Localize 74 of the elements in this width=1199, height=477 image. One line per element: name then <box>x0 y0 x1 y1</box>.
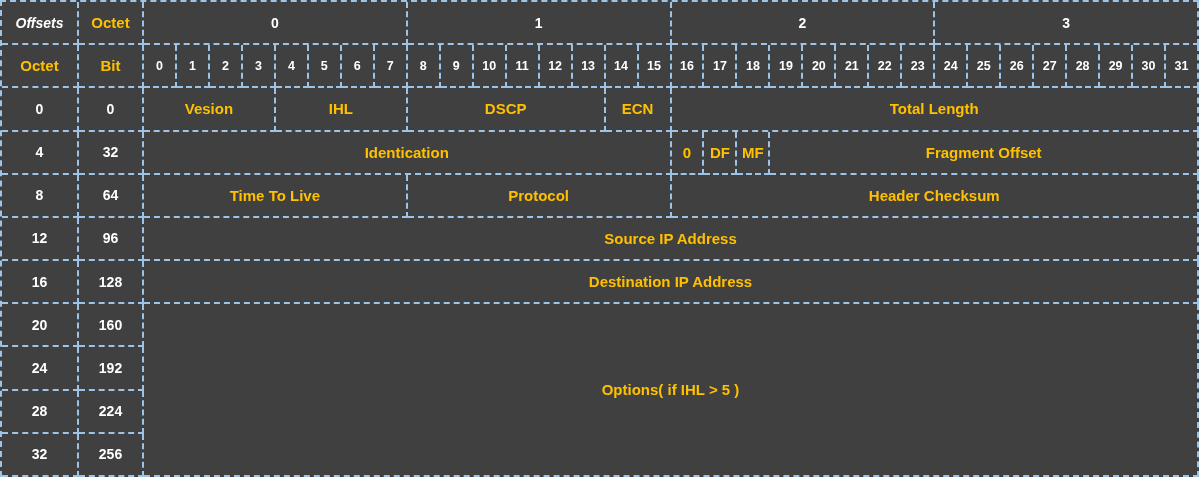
bit-number: 3 <box>254 58 262 73</box>
row-offset: 0 <box>106 100 115 117</box>
bit-number: 4 <box>287 58 295 73</box>
bit-number: 16 <box>680 58 694 73</box>
column-header: Octet <box>91 14 130 32</box>
field-name: 0 <box>682 143 692 161</box>
bit-number: 21 <box>844 58 859 73</box>
bit-number: 8 <box>419 58 427 73</box>
row-offset: 0 <box>35 100 44 117</box>
row-offset: 128 <box>98 273 123 290</box>
column-header: 1 <box>534 14 543 31</box>
bit-number: 0 <box>156 58 163 73</box>
row-offset: 4 <box>35 144 44 161</box>
row-offset: 192 <box>98 360 123 377</box>
row-offset: 256 <box>98 446 123 463</box>
bit-number: 22 <box>877 58 892 73</box>
field-name: Destination IP Address <box>588 273 753 291</box>
field-name: MF <box>742 143 764 161</box>
bit-number: 7 <box>386 58 394 73</box>
field-name: DSCP <box>484 100 527 118</box>
column-header: 3 <box>1062 14 1070 31</box>
row-offset: 64 <box>102 187 119 204</box>
bit-number: 19 <box>778 58 793 73</box>
bit-number: 26 <box>1009 58 1024 73</box>
bit-number: 11 <box>515 58 529 73</box>
row-offset: 12 <box>31 230 48 247</box>
field-name: Protocol <box>508 186 570 204</box>
field-name: Identication <box>364 143 449 161</box>
field-name: Source IP Address <box>604 230 737 247</box>
field-name: Total Length <box>889 100 979 118</box>
field-name: Header Checksum <box>868 186 1000 204</box>
field-name: DF <box>709 143 730 161</box>
bit-number: 14 <box>614 58 628 73</box>
bit-number: 17 <box>713 58 727 73</box>
column-header: Bit <box>100 57 121 75</box>
row-offset: 32 <box>102 144 119 161</box>
field-name: Time To Live <box>229 186 321 204</box>
bit-number: 15 <box>647 58 661 73</box>
row-offset: 16 <box>31 273 48 290</box>
bit-number: 30 <box>1141 58 1156 73</box>
column-header: Octet <box>20 57 59 75</box>
bit-number: 12 <box>548 58 563 73</box>
row-offset: 8 <box>35 187 44 204</box>
bit-number: 25 <box>976 58 991 73</box>
column-header: 2 <box>798 14 807 31</box>
bit-number: 23 <box>910 58 925 73</box>
row-offset: 20 <box>31 316 48 333</box>
column-header: Offsets <box>15 14 64 31</box>
bit-number: 18 <box>745 58 760 73</box>
row-offset: 96 <box>102 230 119 247</box>
bit-number: 31 <box>1174 58 1189 73</box>
field-name: Options( if IHL > 5 ) <box>601 381 740 399</box>
bit-number: 20 <box>811 58 826 73</box>
row-offset: 32 <box>31 446 48 463</box>
row-offset: 24 <box>31 360 48 377</box>
bit-number: 5 <box>320 58 328 73</box>
bit-number: 10 <box>482 58 497 73</box>
bit-number: 27 <box>1042 58 1057 73</box>
bit-number: 1 <box>188 58 196 73</box>
bit-number: 13 <box>581 58 596 73</box>
row-offset: 28 <box>31 403 48 420</box>
row-offset: 224 <box>98 403 123 420</box>
bit-number: 6 <box>353 58 361 73</box>
field-name: Vesion <box>184 100 234 118</box>
field-name: ECN <box>621 100 654 118</box>
column-header: 0 <box>270 14 279 31</box>
bit-number: 24 <box>943 58 958 73</box>
bit-number: 29 <box>1108 58 1123 73</box>
bit-number: 2 <box>221 58 229 73</box>
bit-number: 28 <box>1075 58 1090 73</box>
field-name: IHL <box>328 100 353 118</box>
row-offset: 160 <box>98 316 123 333</box>
bit-number: 9 <box>452 58 460 73</box>
field-name: Fragment Offset <box>925 143 1042 161</box>
